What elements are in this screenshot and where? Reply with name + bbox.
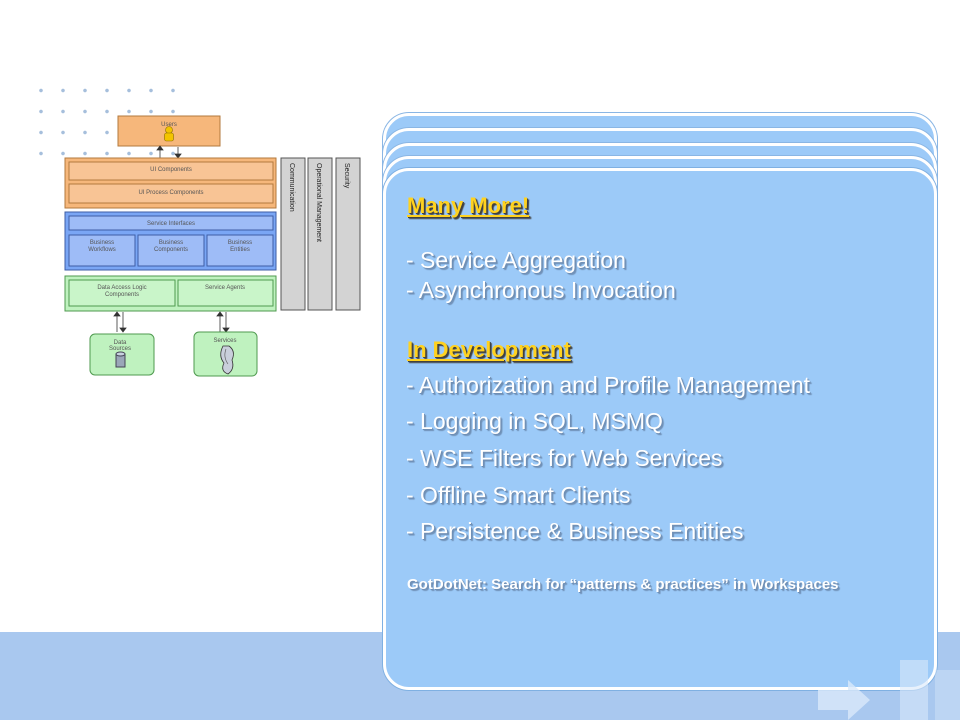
presentation-layer: UI Components UI Process Components: [64, 157, 277, 209]
data-access-label-1: Data Access Logic: [97, 285, 146, 291]
service-interfaces-label: Service Interfaces: [147, 221, 195, 227]
architecture-diagram: Users UI Components UI Process Component…: [64, 115, 361, 377]
corner-arrow-icon: [818, 660, 960, 720]
communication-label: Communication: [288, 163, 295, 212]
dev-item-2: - Logging in SQL, MSMQ: [406, 408, 663, 434]
dev-item-1: - Authorization and Profile Management: [406, 372, 811, 398]
data-sources-box: Data Sources: [89, 333, 155, 376]
footer-note: GotDotNet: Search for “patterns & practi…: [407, 576, 839, 593]
business-entities-label-1: Business: [228, 240, 252, 246]
business-components-label-1: Business: [159, 240, 183, 246]
heading-many-more: Many More!: [407, 193, 530, 218]
dev-item-3: - WSE Filters for Web Services: [406, 445, 723, 471]
data-access-label-2: Components: [105, 292, 139, 298]
services-label: Services: [213, 338, 236, 344]
data-layer: Data Access Logic Components Service Age…: [64, 275, 277, 312]
security-label: Security: [343, 163, 350, 189]
business-workflows-label-2: Workflows: [88, 247, 116, 253]
business-components-label-2: Components: [154, 247, 188, 253]
communication-column: Communication: [280, 157, 306, 311]
business-entities-label-2: Entities: [230, 247, 250, 253]
ui-process-components-label: UI Process Components: [138, 190, 203, 196]
business-layer: Service Interfaces Business Workflows Bu…: [64, 211, 277, 271]
users-arrows: [156, 145, 182, 159]
operational-management-column: Operational Management: [307, 157, 333, 311]
users-box: Users: [117, 115, 221, 147]
database-icon: [115, 351, 126, 368]
service-agents-label: Service Agents: [205, 285, 245, 291]
user-icon: [164, 126, 174, 142]
security-column: Security: [335, 157, 361, 311]
services-icon: [220, 345, 234, 375]
services-box: Services: [193, 331, 258, 377]
more-item-1: - Service Aggregation: [406, 247, 626, 273]
business-workflows-label-1: Business: [90, 240, 114, 246]
ui-components-label: UI Components: [150, 167, 192, 173]
data-arrows: [113, 311, 230, 333]
more-item-2: - Asynchronous Invocation: [406, 277, 676, 303]
dev-item-4: - Offline Smart Clients: [406, 482, 631, 508]
users-label: Users: [161, 122, 177, 128]
operational-management-label: Operational Management: [315, 163, 322, 242]
heading-in-development: In Development: [407, 337, 571, 362]
content-card: [383, 168, 937, 690]
data-sources-label-1: Data: [114, 340, 127, 346]
data-sources-label-2: Sources: [109, 346, 131, 352]
dev-item-5: - Persistence & Business Entities: [406, 518, 744, 544]
